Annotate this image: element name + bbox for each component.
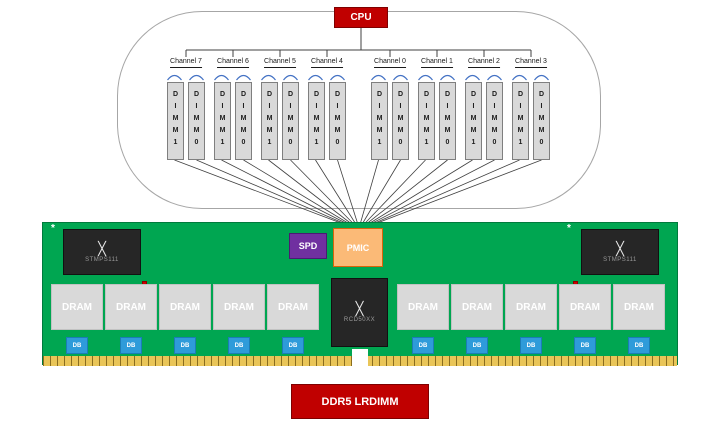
vendor-logo-icon: ╳ bbox=[98, 240, 106, 256]
dimm-slot: DIMM0 bbox=[486, 82, 503, 160]
channel-group-4: Channel 4 DIMM1 DIMM0 bbox=[307, 58, 347, 162]
data-buffer-chip: DB bbox=[628, 337, 650, 354]
dram-chip: DRAM bbox=[105, 284, 157, 330]
dram-chip: DRAM bbox=[213, 284, 265, 330]
channel-label: Channel 7 bbox=[170, 58, 202, 69]
vendor-logo-icon: ╳ bbox=[616, 240, 624, 256]
dram-chip: DRAM bbox=[159, 284, 211, 330]
lrdimm-pcb: * * ╳ STMPS111 ╳ STMPS111 SPD PMIC ╳ RCD… bbox=[42, 222, 678, 366]
cpu-box: CPU bbox=[334, 7, 388, 28]
data-buffer-chip: DB bbox=[120, 337, 142, 354]
channel-label: Channel 1 bbox=[421, 58, 453, 69]
data-buffer-chip: DB bbox=[412, 337, 434, 354]
dimm-slot: DIMM1 bbox=[465, 82, 482, 160]
data-buffer-chip: DB bbox=[228, 337, 250, 354]
channel-group-7: Channel 7 DIMM1 DIMM0 bbox=[166, 58, 206, 162]
dimm-slot: DIMM1 bbox=[512, 82, 529, 160]
dimm-slot: DIMM1 bbox=[418, 82, 435, 160]
data-buffer-chip: DB bbox=[66, 337, 88, 354]
channel-group-5: Channel 5 DIMM1 DIMM0 bbox=[260, 58, 300, 162]
rcd-chip: ╳ RCD50XX bbox=[331, 278, 388, 347]
channel-label: Channel 5 bbox=[264, 58, 296, 69]
dram-chip: DRAM bbox=[451, 284, 503, 330]
key-notch bbox=[352, 349, 368, 366]
dram-chip: DRAM bbox=[397, 284, 449, 330]
dimm-slot: DIMM0 bbox=[282, 82, 299, 160]
dimm-slot: DIMM0 bbox=[188, 82, 205, 160]
chip-label: RCD50XX bbox=[343, 317, 376, 323]
dram-chip: DRAM bbox=[267, 284, 319, 330]
channel-label: Channel 0 bbox=[374, 58, 406, 69]
channel-label: Channel 2 bbox=[468, 58, 500, 69]
data-buffer-chip: DB bbox=[466, 337, 488, 354]
silkscreen-mark: * bbox=[51, 223, 55, 234]
channel-group-6: Channel 6 DIMM1 DIMM0 bbox=[213, 58, 253, 162]
pmic-chip: PMIC bbox=[333, 228, 383, 267]
channel-group-2: Channel 2 DIMM1 DIMM0 bbox=[464, 58, 504, 162]
silkscreen-mark: * bbox=[567, 223, 571, 234]
data-buffer-chip: DB bbox=[282, 337, 304, 354]
data-buffer-chip: DB bbox=[574, 337, 596, 354]
channel-label: Channel 3 bbox=[515, 58, 547, 69]
spd-chip: SPD bbox=[289, 233, 327, 259]
chip-label: STMPS111 bbox=[603, 256, 637, 263]
data-buffer-chip: DB bbox=[174, 337, 196, 354]
dram-chip: DRAM bbox=[505, 284, 557, 330]
dram-chip: DRAM bbox=[51, 284, 103, 330]
channel-group-3: Channel 3 DIMM1 DIMM0 bbox=[511, 58, 551, 162]
power-switch-chip-left: ╳ STMPS111 bbox=[63, 229, 141, 275]
channel-group-1: Channel 1 DIMM1 DIMM0 bbox=[417, 58, 457, 162]
dram-chip: DRAM bbox=[559, 284, 611, 330]
chip-label: STMPS111 bbox=[85, 256, 119, 263]
dimm-slot: DIMM1 bbox=[214, 82, 231, 160]
dimm-slot: DIMM1 bbox=[261, 82, 278, 160]
data-buffer-chip: DB bbox=[520, 337, 542, 354]
diagram-title-badge: DDR5 LRDIMM bbox=[291, 384, 429, 419]
channel-group-0: Channel 0 DIMM1 DIMM0 bbox=[370, 58, 410, 162]
vendor-logo-icon: ╳ bbox=[355, 301, 364, 316]
dimm-slot: DIMM1 bbox=[308, 82, 325, 160]
dram-chip: DRAM bbox=[613, 284, 665, 330]
dimm-slot: DIMM0 bbox=[392, 82, 409, 160]
dimm-slot: DIMM0 bbox=[439, 82, 456, 160]
dimm-slot: DIMM1 bbox=[371, 82, 388, 160]
dimm-slot: DIMM1 bbox=[167, 82, 184, 160]
dimm-slot: DIMM0 bbox=[533, 82, 550, 160]
channel-label: Channel 6 bbox=[217, 58, 249, 69]
power-switch-chip-right: ╳ STMPS111 bbox=[581, 229, 659, 275]
dimm-slot: DIMM0 bbox=[329, 82, 346, 160]
dimm-slot: DIMM0 bbox=[235, 82, 252, 160]
channel-label: Channel 4 bbox=[311, 58, 343, 69]
